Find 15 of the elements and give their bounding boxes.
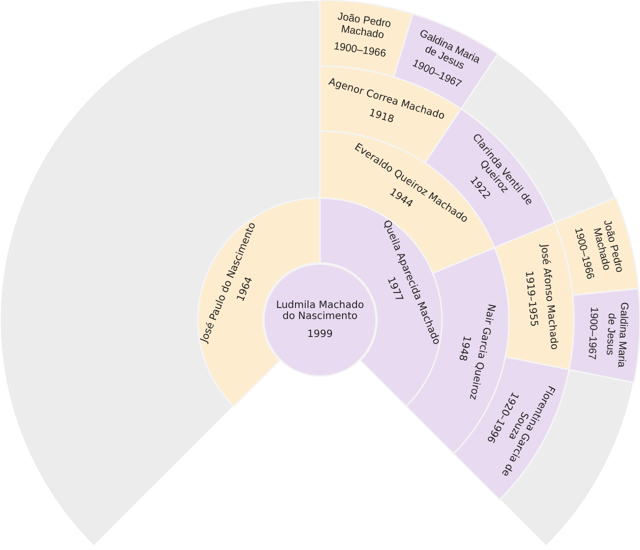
person-circle bbox=[263, 263, 377, 377]
person-name: João Pedro Machado bbox=[336, 10, 393, 42]
person-name: Ludmila Machado do Nascimento bbox=[275, 300, 365, 322]
life-dates: 1900–1967 bbox=[584, 306, 599, 360]
person-name: José Afonso Machado bbox=[538, 244, 560, 351]
life-dates: 1999 bbox=[307, 329, 333, 340]
life-dates: 1919–1955 bbox=[523, 270, 540, 328]
life-dates: 1964 bbox=[236, 275, 256, 304]
life-dates: 1948 bbox=[456, 335, 472, 362]
ancestor-sector bbox=[494, 222, 574, 370]
person-name: Galdina Maria de Jesus bbox=[602, 300, 630, 370]
ancestor-sector bbox=[554, 197, 639, 296]
life-dates: 1918 bbox=[368, 108, 396, 126]
life-dates: 1900–1966 bbox=[333, 41, 387, 61]
ancestor-sector bbox=[569, 288, 640, 383]
